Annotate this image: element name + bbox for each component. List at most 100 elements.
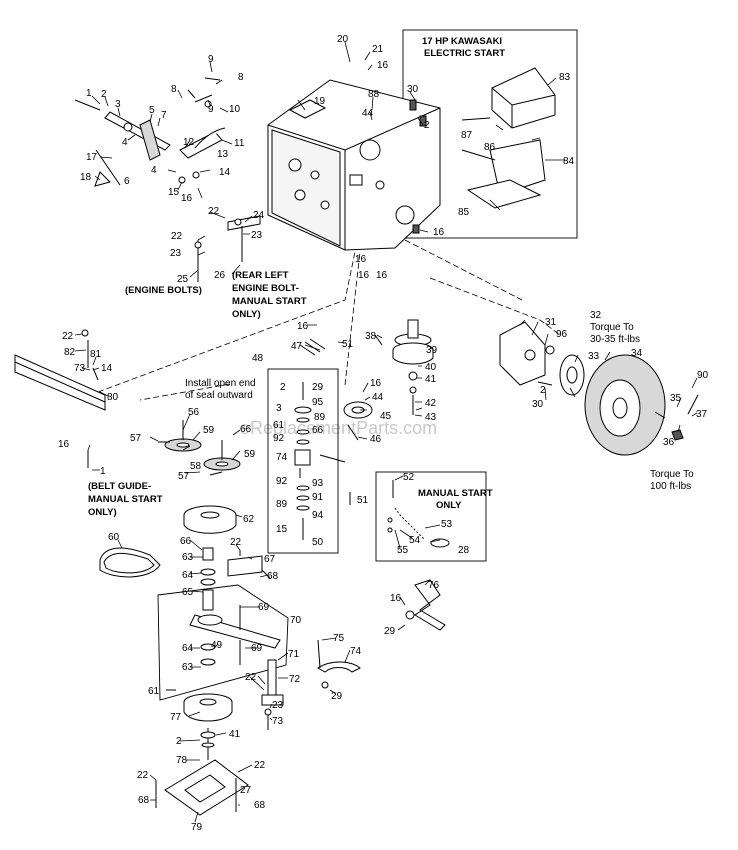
callout: 89 — [276, 499, 288, 510]
callout: 26 — [214, 270, 226, 281]
callout: 75 — [333, 633, 345, 644]
callout: 83 — [559, 72, 571, 83]
callout: 38 — [365, 331, 377, 342]
callout: 2 — [280, 382, 286, 393]
callout: 66 — [240, 424, 252, 435]
callout: 64 — [182, 570, 194, 581]
belt-guide-note-line3: ONLY) — [88, 507, 117, 518]
callout: 22 — [230, 537, 242, 548]
callout: 14 — [101, 363, 113, 374]
callout: 32 — [590, 310, 602, 321]
main-pulley-62 — [183, 505, 237, 534]
callout: 41 — [229, 729, 241, 740]
callout: 63 — [182, 552, 194, 563]
callout: 46 — [370, 434, 382, 445]
bearing-stack-box — [267, 368, 339, 554]
callout: 57 — [130, 433, 142, 444]
callout: 1 — [86, 88, 92, 99]
callout: 4 — [151, 165, 157, 176]
callout: 3 — [115, 99, 121, 110]
callout: 57 — [178, 471, 190, 482]
manual-start-parts — [387, 480, 450, 548]
dashed-reference-lines — [97, 239, 561, 401]
callout: 1 — [100, 466, 106, 477]
battery-tray-85 — [466, 179, 542, 209]
callout: 17 — [86, 152, 98, 163]
callout: 22 — [137, 770, 149, 781]
callout: 90 — [697, 370, 709, 381]
callout: 15 — [168, 187, 180, 198]
diagram-notes: 17 HP KAWASAKI ELECTRIC START (REAR LEFT… — [88, 36, 694, 518]
callout: 93 — [312, 478, 324, 489]
callout: 95 — [312, 397, 324, 408]
callout: 20 — [337, 34, 349, 45]
manual-start-box — [375, 471, 487, 562]
callout: 49 — [211, 640, 223, 651]
idler-pulleys — [87, 420, 241, 476]
watermark-text: eReplacementParts.com — [240, 418, 437, 438]
callout: 8 — [238, 72, 244, 83]
callout: 16 — [181, 193, 193, 204]
bearing-stack — [294, 382, 373, 540]
callout: 14 — [219, 167, 231, 178]
manual-start-note-line1: MANUAL START — [418, 488, 493, 499]
kawasaki-note-line2: ELECTRIC START — [424, 48, 505, 59]
callout: 23 — [251, 230, 263, 241]
kawasaki-note-line1: 17 HP KAWASAKI — [422, 36, 502, 47]
callout: 71 — [288, 649, 300, 660]
callout: 36 — [663, 437, 675, 448]
callout: 73 — [272, 716, 284, 727]
callout: 16 — [355, 254, 367, 265]
callout: 24 — [253, 210, 265, 221]
callout: 92 — [276, 476, 288, 487]
callout: 78 — [176, 755, 188, 766]
callout: 33 — [588, 351, 600, 362]
engine-deck — [267, 79, 441, 251]
torque-hub-note-line2: 30-35 ft-lbs — [590, 334, 640, 345]
callout: 22 — [245, 672, 257, 683]
lower-pulley-77 — [166, 689, 233, 760]
callout: 87 — [461, 130, 473, 141]
callout: 53 — [441, 519, 453, 530]
callout: 85 — [458, 207, 470, 218]
callout: 29 — [331, 691, 343, 702]
belt-guide-note-line2: MANUAL START — [88, 494, 163, 505]
engine-bolts-note: (ENGINE BOLTS) — [125, 285, 202, 296]
callout: 13 — [217, 149, 229, 160]
callout: 16 — [297, 321, 309, 332]
callout: 34 — [631, 348, 643, 359]
belt-guide-note-line1: (BELT GUIDE- — [88, 481, 151, 492]
wheel-assembly — [499, 321, 699, 456]
callout: 22 — [208, 206, 220, 217]
callout: 4 — [122, 137, 128, 148]
torque-nut-note-line1: Torque To — [650, 469, 694, 480]
callout: 81 — [90, 349, 102, 360]
callout: 22 — [62, 331, 74, 342]
leader-lines — [74, 41, 698, 823]
callout: 94 — [312, 510, 324, 521]
seal-note-line1: Install open end — [185, 378, 256, 389]
callout: 29 — [384, 626, 396, 637]
callout: 31 — [545, 317, 557, 328]
callout: 69 — [251, 643, 263, 654]
callout: 37 — [696, 409, 708, 420]
callout: 2 — [424, 120, 430, 131]
callout: 96 — [556, 329, 568, 340]
callout: 28 — [458, 545, 470, 556]
seal-note-line2: of seal outward — [185, 390, 253, 401]
callout: 69 — [258, 602, 270, 613]
brake-shoe-74 — [317, 661, 361, 673]
callout: 64 — [182, 643, 194, 654]
mounting-plate-79 — [155, 759, 249, 816]
callout: 23 — [272, 700, 284, 711]
callout: 56 — [188, 407, 200, 418]
callout: 48 — [252, 353, 264, 364]
callout: 29 — [312, 382, 324, 393]
part-callouts: 1 2 3 4 5 6 7 8 8 9 9 10 11 12 13 4 14 1… — [58, 34, 709, 833]
callout: 68 — [267, 571, 279, 582]
callout: 27 — [240, 785, 252, 796]
callout: 86 — [484, 142, 496, 153]
callout: 39 — [426, 345, 438, 356]
callout: 80 — [107, 392, 119, 403]
